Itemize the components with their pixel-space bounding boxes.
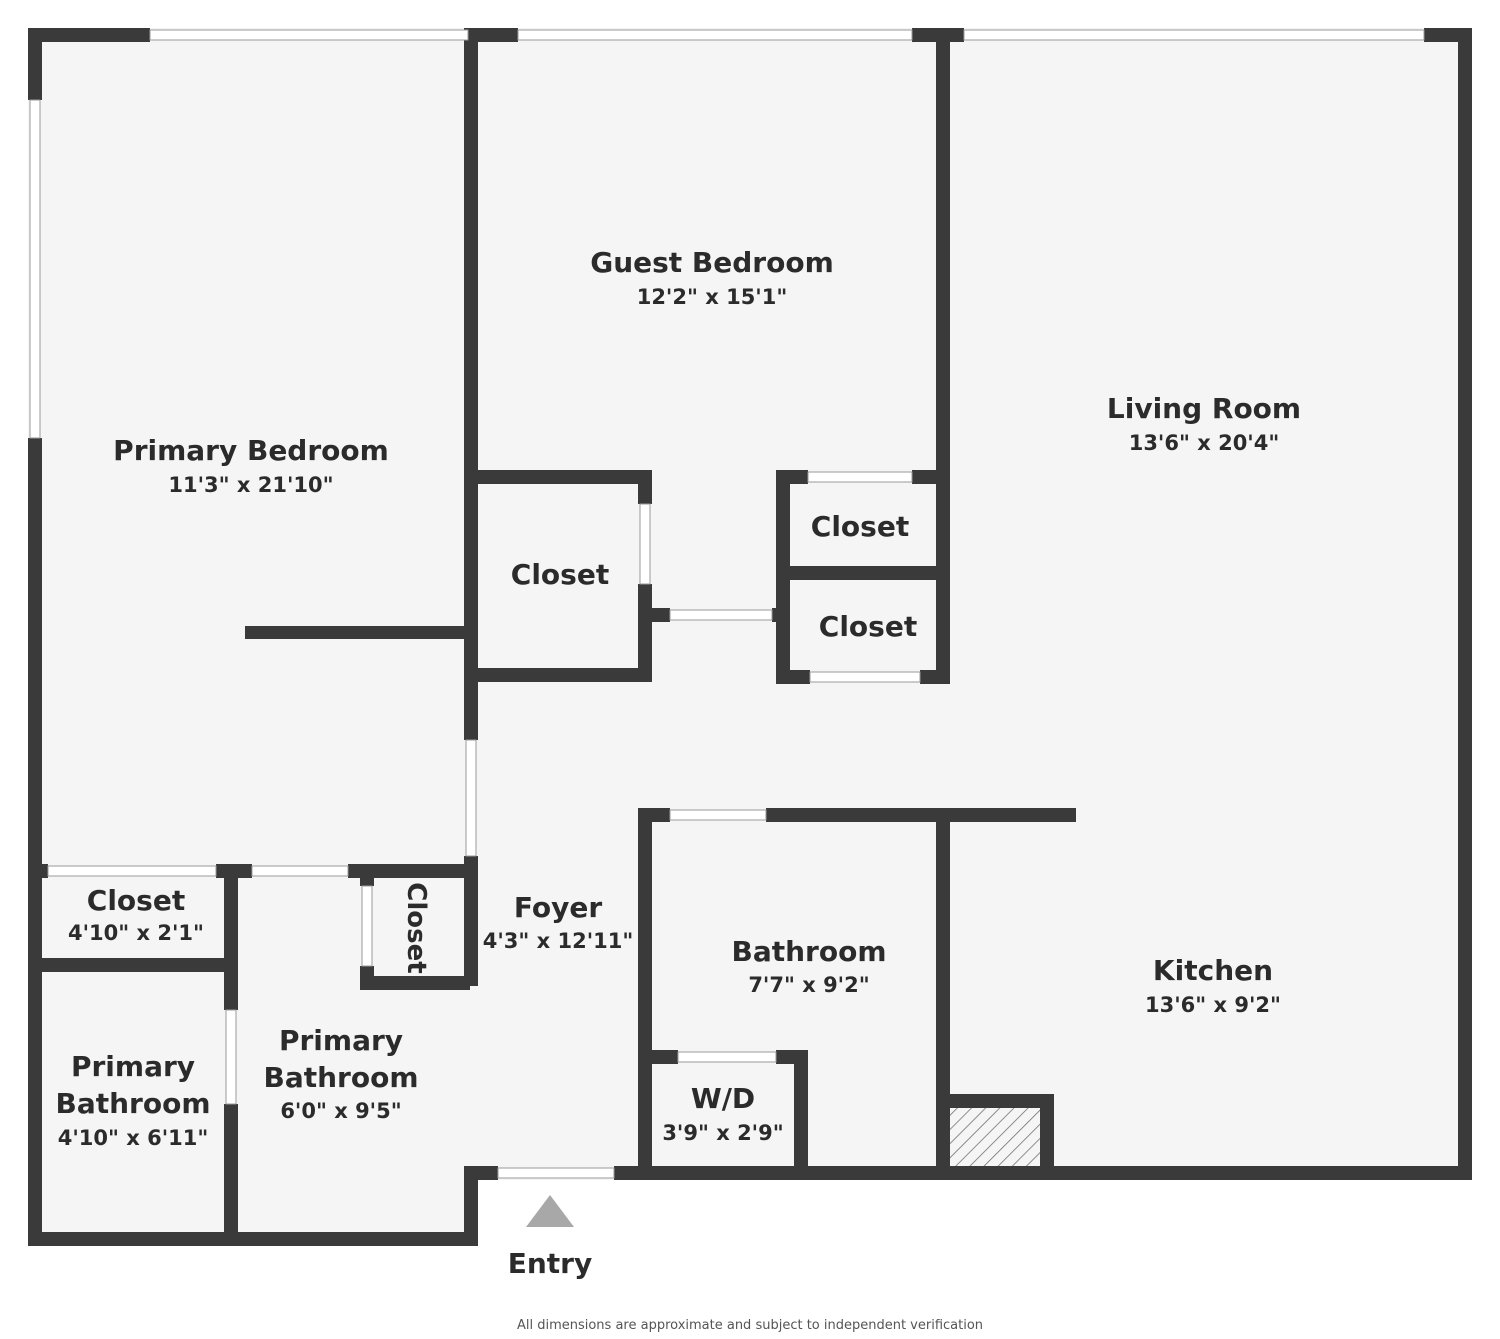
room-dimensions: 11'3" x 21'10" (168, 473, 333, 497)
room-guest-bedroom: Guest Bedroom 12'2" x 15'1" (590, 246, 834, 309)
room-primary-bathroom-left: Primary Bathroom 4'10" x 6'11" (55, 1050, 210, 1150)
room-closet-small: Closet 4'10" x 2'1" (68, 884, 204, 945)
room-dimensions: 13'6" x 20'4" (1129, 431, 1280, 455)
room-primary-bathroom-right: Primary Bathroom 6'0" x 9'5" (263, 1024, 418, 1123)
room-primary-bedroom: Primary Bedroom 11'3" x 21'10" (113, 434, 389, 497)
room-foyer: Foyer 4'3" x 12'11" (483, 891, 634, 953)
room-dimensions: 4'10" x 2'1" (68, 921, 204, 945)
room-name: Guest Bedroom (590, 246, 834, 279)
entry-arrow-icon (526, 1195, 574, 1227)
room-name: Living Room (1107, 392, 1301, 425)
room-dimensions: 4'10" x 6'11" (58, 1126, 209, 1150)
room-name: Closet (811, 510, 909, 543)
room-name-line1: Primary (279, 1024, 403, 1057)
room-name: Foyer (514, 891, 602, 924)
room-dimensions: 13'6" x 9'2" (1145, 993, 1281, 1017)
room-closet-upper-right: Closet (811, 510, 909, 543)
room-kitchen: Kitchen 13'6" x 9'2" (1145, 954, 1281, 1017)
room-name-line2: Bathroom (55, 1087, 210, 1120)
kitchen-chase-hatch (950, 1108, 1040, 1166)
room-name: Closet (819, 610, 917, 643)
windows (29, 29, 1425, 1179)
room-dimensions: 7'7" x 9'2" (748, 973, 869, 997)
floor-areas (28, 28, 1472, 1246)
room-closet-vertical: Closet (401, 882, 431, 973)
room-name-line1: Primary (71, 1050, 195, 1083)
room-living-room: Living Room 13'6" x 20'4" (1107, 392, 1301, 455)
room-name: Closet (401, 882, 431, 973)
room-closet-center: Closet (511, 558, 609, 591)
room-name: Primary Bedroom (113, 434, 389, 467)
room-dimensions: 3'9" x 2'9" (662, 1121, 783, 1145)
room-name: W/D (691, 1082, 755, 1115)
room-bathroom: Bathroom 7'7" x 9'2" (731, 935, 886, 997)
room-dimensions: 4'3" x 12'11" (483, 929, 634, 953)
room-name: Bathroom (731, 935, 886, 968)
room-name: Kitchen (1153, 954, 1273, 987)
walls (28, 28, 1472, 1246)
room-dimensions: 6'0" x 9'5" (280, 1099, 401, 1123)
room-name: Closet (87, 884, 185, 917)
room-name: Closet (511, 558, 609, 591)
room-wd: W/D 3'9" x 2'9" (662, 1082, 783, 1145)
room-name-line2: Bathroom (263, 1061, 418, 1094)
disclaimer-text: All dimensions are approximate and subje… (517, 1318, 983, 1333)
room-dimensions: 12'2" x 15'1" (637, 285, 788, 309)
room-closet-lower-right: Closet (819, 610, 917, 643)
entry-label: Entry (508, 1247, 593, 1280)
